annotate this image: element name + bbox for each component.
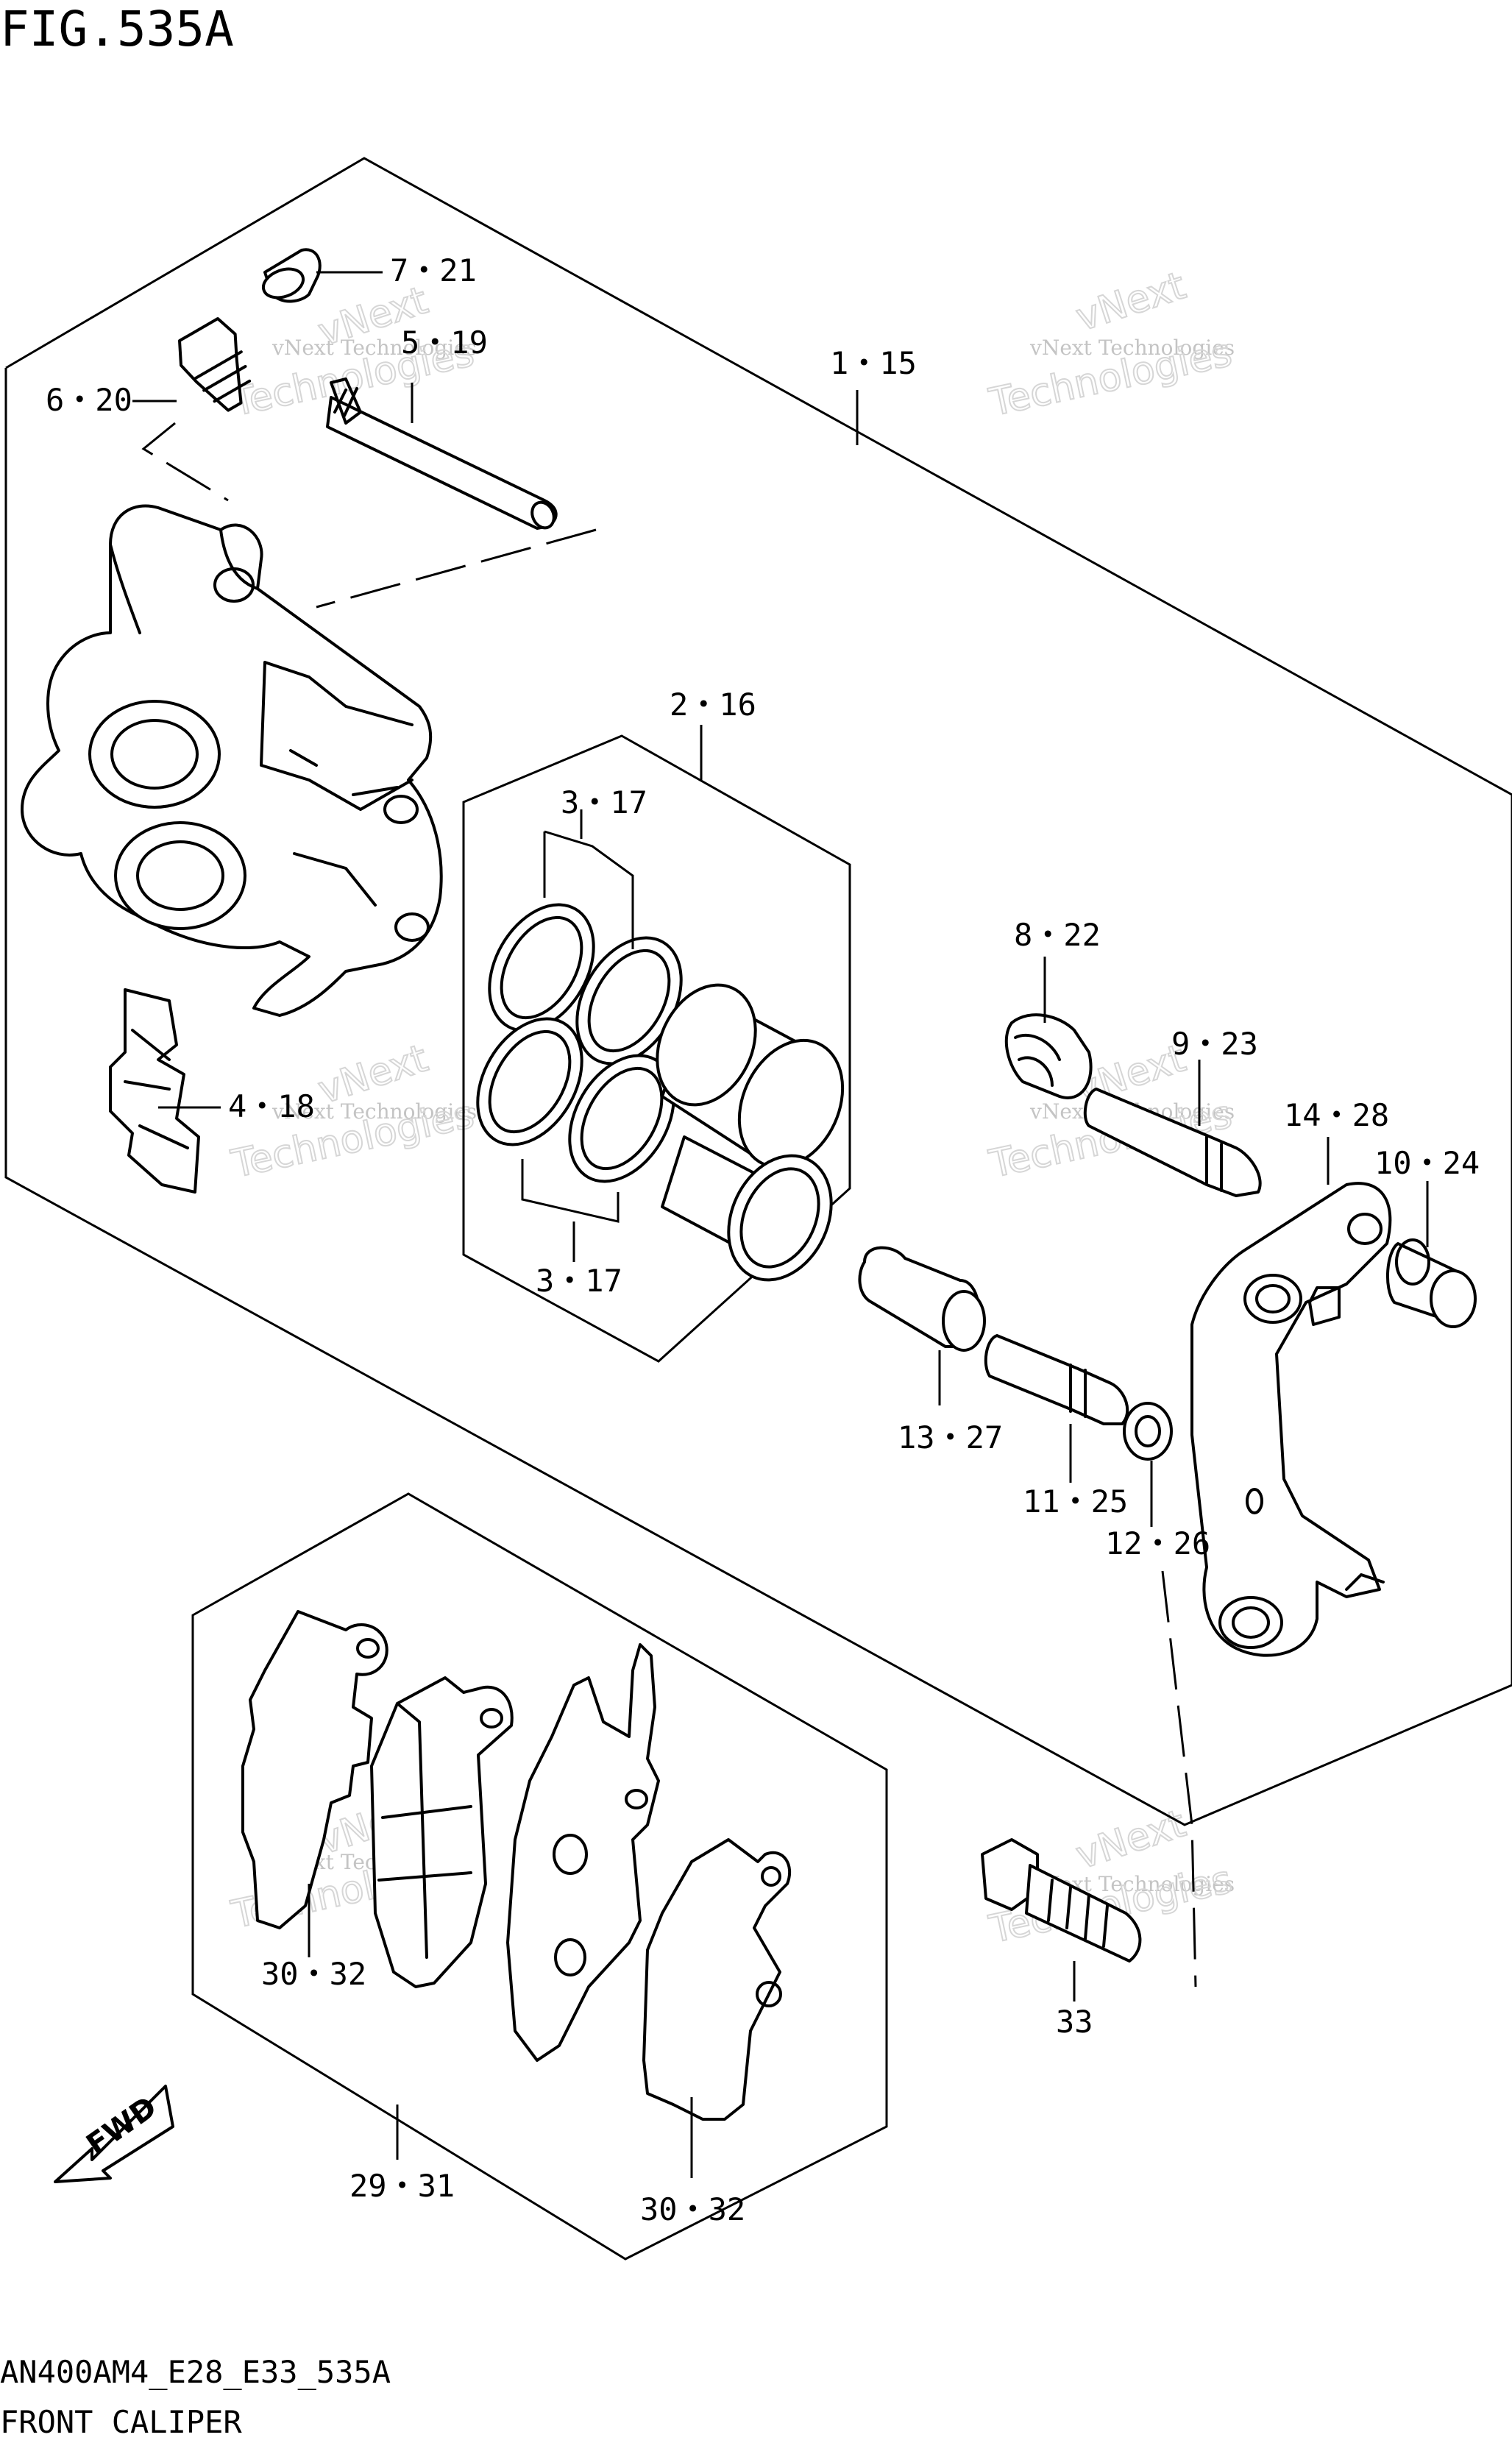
label-12-26: 12・26	[1105, 1525, 1210, 1561]
label-29-31: 29・31	[349, 2168, 455, 2204]
label-3-17-bottom: 3・17	[536, 1263, 622, 1299]
figure-name: FRONT CALIPER	[0, 2404, 242, 2440]
caliper-body	[21, 504, 443, 1017]
label-3-17-top: 3・17	[561, 784, 647, 820]
label-10-24: 10・24	[1374, 1145, 1480, 1181]
label-4-18: 4・18	[228, 1088, 315, 1124]
leader-lines	[132, 271, 1429, 2178]
brake-pad-left	[241, 1610, 388, 1929]
label-13-27: 13・27	[898, 1419, 1003, 1455]
fwd-arrow-icon: FWD	[54, 2085, 174, 2183]
label-33: 33	[1056, 2004, 1093, 2040]
brake-pad-shim	[506, 1643, 660, 2062]
caliper-bracket	[1190, 1182, 1392, 1657]
leader-3-17-bottom	[521, 1159, 620, 1262]
watermark-text: vNext Technologies	[271, 336, 477, 360]
label-7-21: 7・21	[390, 252, 477, 288]
label-1-15: 1・15	[830, 345, 917, 381]
pad-set-outline	[191, 1492, 888, 2261]
label-9-23: 9・23	[1171, 1026, 1258, 1062]
bleeder-screw	[178, 317, 252, 412]
washer	[1123, 1402, 1173, 1461]
slide-pin	[326, 377, 558, 530]
bolt	[981, 1838, 1142, 1962]
pistons	[656, 983, 845, 1282]
watermark-text: vNext	[1071, 1801, 1190, 1878]
label-8-22: 8・22	[1014, 917, 1101, 953]
label-30-32-right: 30・32	[640, 2191, 745, 2227]
figure-title: FIG.535A	[0, 1, 234, 57]
watermark-text: vNext	[1071, 263, 1190, 340]
figure-code: AN400AM4_E28_E33_535A	[0, 2354, 391, 2390]
watermark-text: vNext Technologies	[271, 1099, 477, 1124]
leader-3-17-top	[543, 809, 634, 949]
label-11-25: 11・25	[1023, 1483, 1128, 1520]
label-5-19: 5・19	[401, 325, 488, 361]
bleeder-cap	[261, 248, 322, 303]
boot	[1004, 1013, 1093, 1099]
label-30-32-left: 30・32	[261, 1956, 366, 1992]
slide-pin-3	[984, 1334, 1129, 1425]
pin-bushing	[1385, 1238, 1477, 1328]
bushing	[858, 1246, 986, 1352]
label-6-20: 6・20	[46, 382, 132, 418]
pad-spring	[109, 988, 200, 1194]
leader-bolt	[1161, 1570, 1197, 1988]
brake-pad-right	[642, 1838, 792, 2121]
leader-bleeder	[141, 422, 229, 502]
caliper-assembly-outline	[4, 157, 1512, 1826]
label-14-28: 14・28	[1284, 1097, 1389, 1133]
slide-pin-2	[1083, 1088, 1262, 1197]
brake-pad-backplate	[370, 1676, 514, 1988]
leader-slide-pin	[316, 528, 597, 609]
label-2-16: 2・16	[670, 687, 756, 723]
watermark-text: vNext Technologies	[1029, 336, 1235, 360]
piston-kit-outline	[462, 734, 851, 1363]
